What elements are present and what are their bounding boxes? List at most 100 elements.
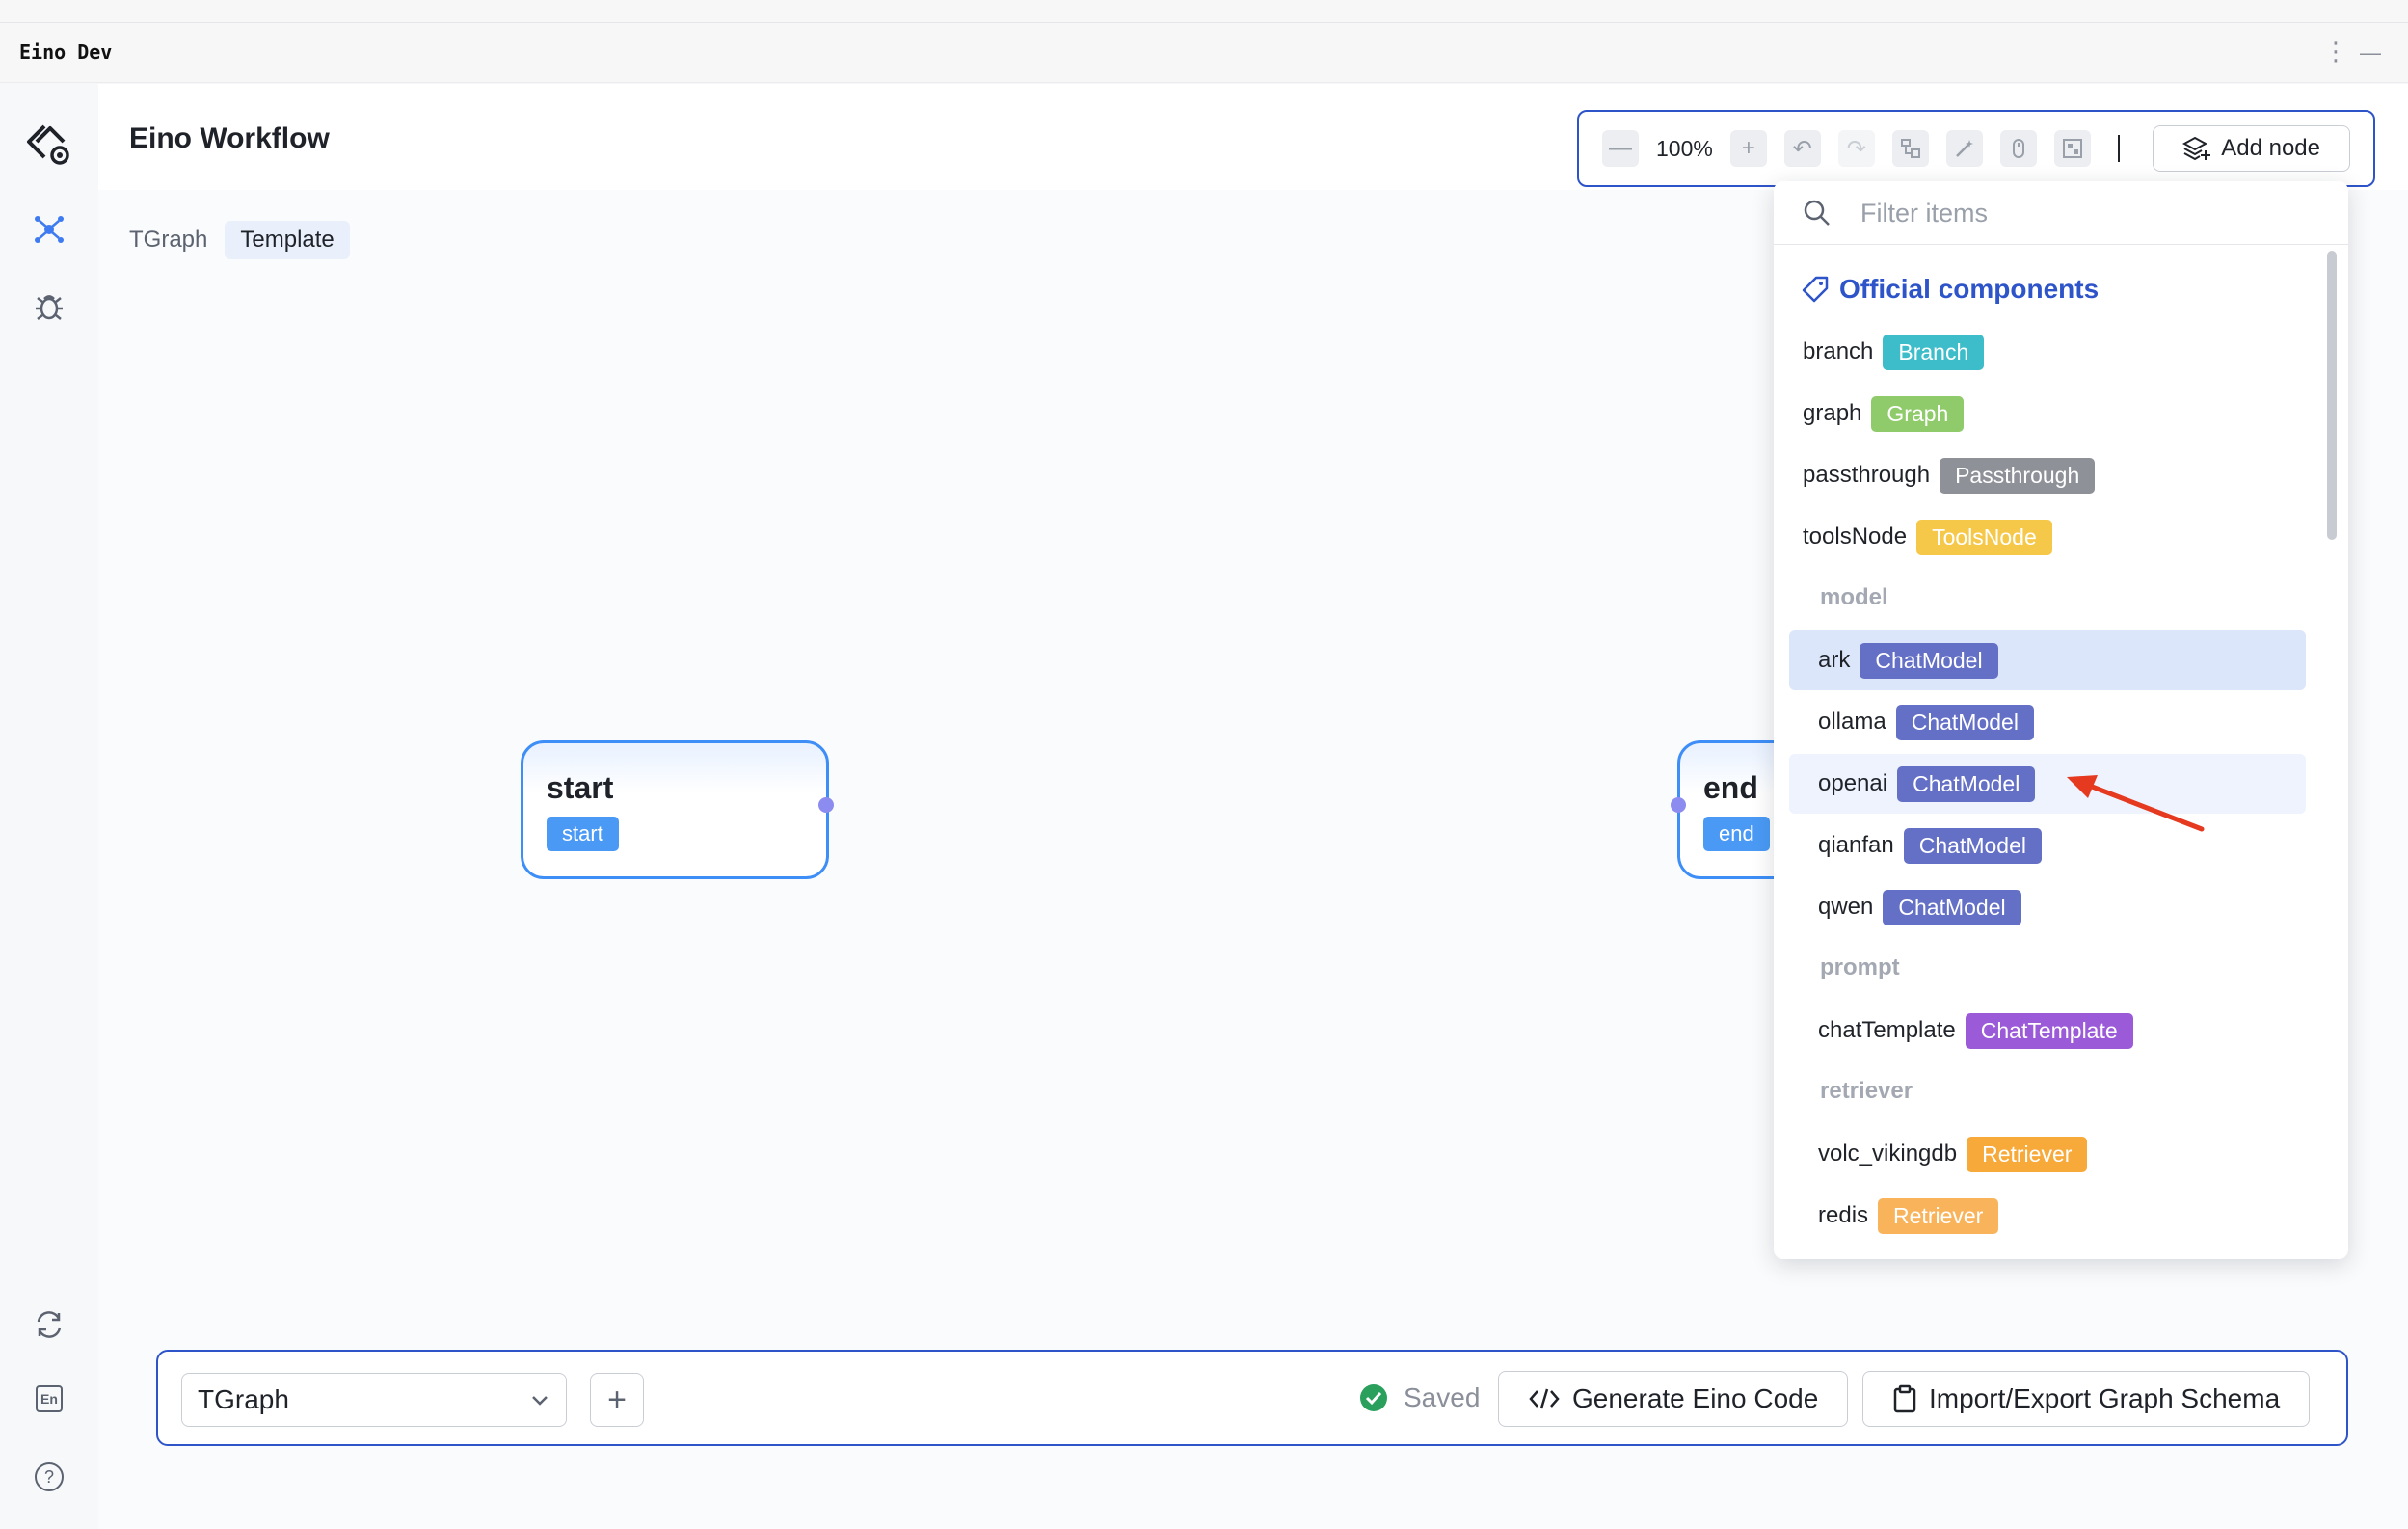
- input-port[interactable]: [1671, 797, 1686, 813]
- component-type-tag: ChatTemplate: [1965, 1012, 2133, 1049]
- zoom-level: 100%: [1656, 135, 1713, 161]
- section-heading-retriever: retriever: [1820, 1078, 1913, 1104]
- add-graph-button[interactable]: +: [590, 1373, 644, 1427]
- more-options-icon[interactable]: ⋮: [2323, 37, 2348, 66]
- code-icon: [1529, 1388, 1560, 1409]
- language-en-icon[interactable]: En: [0, 1385, 98, 1412]
- official-components-heading: Official components: [1801, 274, 2099, 305]
- zoom-in-button[interactable]: +: [1729, 130, 1767, 167]
- component-type-tag: ChatModel: [1895, 704, 2034, 740]
- clipboard-icon: [1893, 1384, 1916, 1413]
- save-status: Saved: [1359, 1382, 1480, 1413]
- language-en-label: En: [36, 1385, 63, 1412]
- bottom-bar: TGraph + Saved Generate Eino Code Import…: [156, 1350, 2348, 1446]
- node-title: end: [1703, 770, 1758, 805]
- component-item-toolsnode[interactable]: toolsNode ToolsNode: [1789, 507, 2306, 567]
- section-heading-prompt: prompt: [1820, 954, 1900, 980]
- import-export-button[interactable]: Import/Export Graph Schema: [1862, 1371, 2311, 1427]
- generate-code-label: Generate Eino Code: [1572, 1383, 1819, 1413]
- add-node-dropdown: Official components branch Branch graph …: [1774, 181, 2348, 1259]
- filter-input[interactable]: [1860, 191, 2323, 235]
- search-icon: [1804, 200, 1830, 226]
- eino-logo-icon: [0, 119, 98, 171]
- component-name: ollama: [1818, 709, 1886, 735]
- output-port[interactable]: [818, 797, 834, 813]
- zoom-out-button[interactable]: —: [1602, 130, 1639, 167]
- debug-bug-icon[interactable]: [0, 290, 98, 323]
- minimize-icon[interactable]: —: [2360, 40, 2381, 65]
- workflow-graph-icon[interactable]: [0, 213, 98, 246]
- component-name: chatTemplate: [1818, 1017, 1956, 1043]
- component-type-tag: ToolsNode: [1916, 519, 2052, 555]
- component-item-chattemplate[interactable]: chatTemplate ChatTemplate: [1789, 1001, 2306, 1060]
- add-node-label: Add node: [2221, 135, 2320, 161]
- layers-add-icon: [2182, 136, 2211, 161]
- toolbar-divider: [2117, 135, 2120, 162]
- component-name: branch: [1803, 338, 1874, 364]
- import-export-label: Import/Export Graph Schema: [1929, 1383, 2281, 1413]
- tag-icon: [1802, 276, 1829, 303]
- component-name: redis: [1818, 1202, 1869, 1228]
- mouse-mode-button[interactable]: [1999, 130, 2037, 167]
- component-name: ark: [1818, 647, 1851, 673]
- sync-icon[interactable]: [0, 1308, 98, 1341]
- graph-select-value: TGraph: [198, 1384, 289, 1414]
- magic-wand-icon: [1955, 140, 1973, 157]
- page-title: Eino Workflow: [129, 122, 330, 154]
- component-item-branch[interactable]: branch Branch: [1789, 322, 2306, 382]
- add-node-button[interactable]: Add node: [2153, 125, 2350, 172]
- node-type-tag: start: [547, 817, 619, 851]
- dropdown-scrollbar[interactable]: [2325, 251, 2339, 1259]
- component-item-qianfan[interactable]: qianfan ChatModel: [1789, 816, 2306, 875]
- breadcrumb-tag: Template: [225, 221, 350, 259]
- auto-layout-button[interactable]: [1891, 130, 1929, 167]
- help-label: ?: [35, 1462, 64, 1491]
- component-type-tag: Retriever: [1878, 1197, 1999, 1234]
- component-item-ark[interactable]: ark ChatModel: [1789, 630, 2306, 690]
- undo-button[interactable]: ↶: [1783, 130, 1821, 167]
- component-item-ollama[interactable]: ollama ChatModel: [1789, 692, 2306, 752]
- graph-select[interactable]: TGraph: [181, 1373, 567, 1427]
- layout-icon: [1900, 139, 1920, 158]
- component-type-tag: Branch: [1883, 334, 1985, 370]
- component-name: toolsNode: [1803, 523, 1908, 550]
- component-item-graph[interactable]: graph Graph: [1789, 384, 2306, 443]
- generate-code-button[interactable]: Generate Eino Code: [1498, 1371, 1849, 1427]
- component-type-tag: Passthrough: [1940, 457, 2096, 494]
- component-name: openai: [1818, 770, 1888, 796]
- group-title: Official components: [1839, 274, 2100, 304]
- chevron-down-icon: [532, 1396, 548, 1406]
- component-name: qianfan: [1818, 832, 1894, 858]
- magic-wand-button[interactable]: [1945, 130, 1983, 167]
- minimap-button[interactable]: [2053, 130, 2091, 167]
- component-name: graph: [1803, 400, 1862, 426]
- redo-button[interactable]: ↷: [1837, 130, 1875, 167]
- component-type-tag: ChatModel: [1903, 827, 2042, 864]
- minimap-icon: [2062, 139, 2082, 158]
- annotation-arrow-icon: [2067, 775, 2205, 832]
- title-bar: Eino Dev ⋮ —: [0, 23, 2408, 83]
- component-type-tag: ChatModel: [1883, 889, 2021, 925]
- help-icon[interactable]: ?: [0, 1462, 98, 1491]
- component-type-tag: ChatModel: [1897, 765, 2036, 802]
- saved-label: Saved: [1404, 1382, 1481, 1412]
- node-title: start: [547, 770, 614, 805]
- component-type-tag: Graph: [1871, 395, 1965, 432]
- component-item-redis[interactable]: redis Retriever: [1789, 1186, 2306, 1246]
- scrollbar-thumb[interactable]: [2327, 251, 2337, 540]
- mouse-icon: [2012, 139, 2024, 158]
- node-type-tag: end: [1703, 817, 1770, 851]
- app-title: Eino Dev: [19, 40, 113, 64]
- check-circle-icon: [1360, 1384, 1387, 1411]
- component-item-openai[interactable]: openai ChatModel: [1789, 754, 2306, 814]
- component-item-volc-vikingdb[interactable]: volc_vikingdb Retriever: [1789, 1124, 2306, 1184]
- component-name: qwen: [1818, 894, 1874, 920]
- node-start[interactable]: start start: [521, 740, 834, 879]
- breadcrumb: TGraph Template: [129, 221, 350, 259]
- component-item-qwen[interactable]: qwen ChatModel: [1789, 877, 2306, 937]
- sidebar: En ?: [0, 84, 98, 1529]
- component-type-tag: ChatModel: [1860, 642, 1998, 679]
- component-item-passthrough[interactable]: passthrough Passthrough: [1789, 445, 2306, 505]
- breadcrumb-item[interactable]: TGraph: [129, 227, 208, 253]
- component-name: volc_vikingdb: [1818, 1140, 1958, 1167]
